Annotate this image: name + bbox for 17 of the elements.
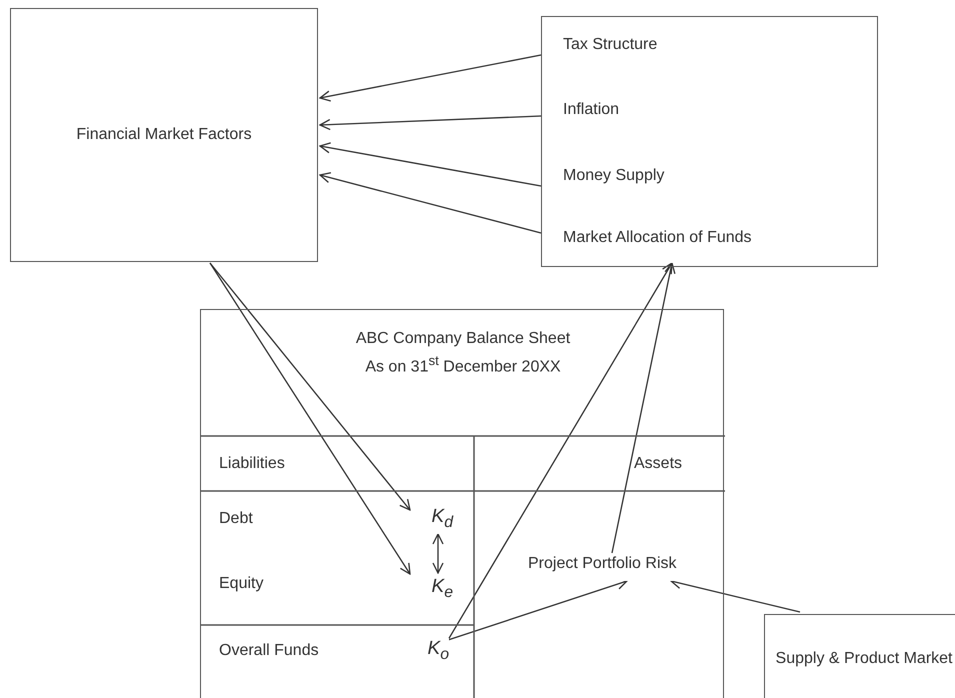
arrow [319,54,542,102]
arrow [448,578,628,641]
arrow [319,142,542,187]
factor-box [10,8,318,262]
box-label: Financial Market Factors [75,125,253,145]
double-arrow [432,533,444,574]
box-label: Supply & Product Market [775,649,953,669]
arrow [611,262,676,554]
arrow [209,262,411,575]
arrow [447,262,673,640]
arrow [210,262,411,511]
arrow [319,115,542,130]
market-box [764,614,955,698]
arrow [319,172,542,234]
balance-sheet-table [200,309,724,698]
table-title: ABC Company Balance Sheet As on 31$^{st}$ December 20XX [354,329,572,378]
factors-box [541,16,878,267]
